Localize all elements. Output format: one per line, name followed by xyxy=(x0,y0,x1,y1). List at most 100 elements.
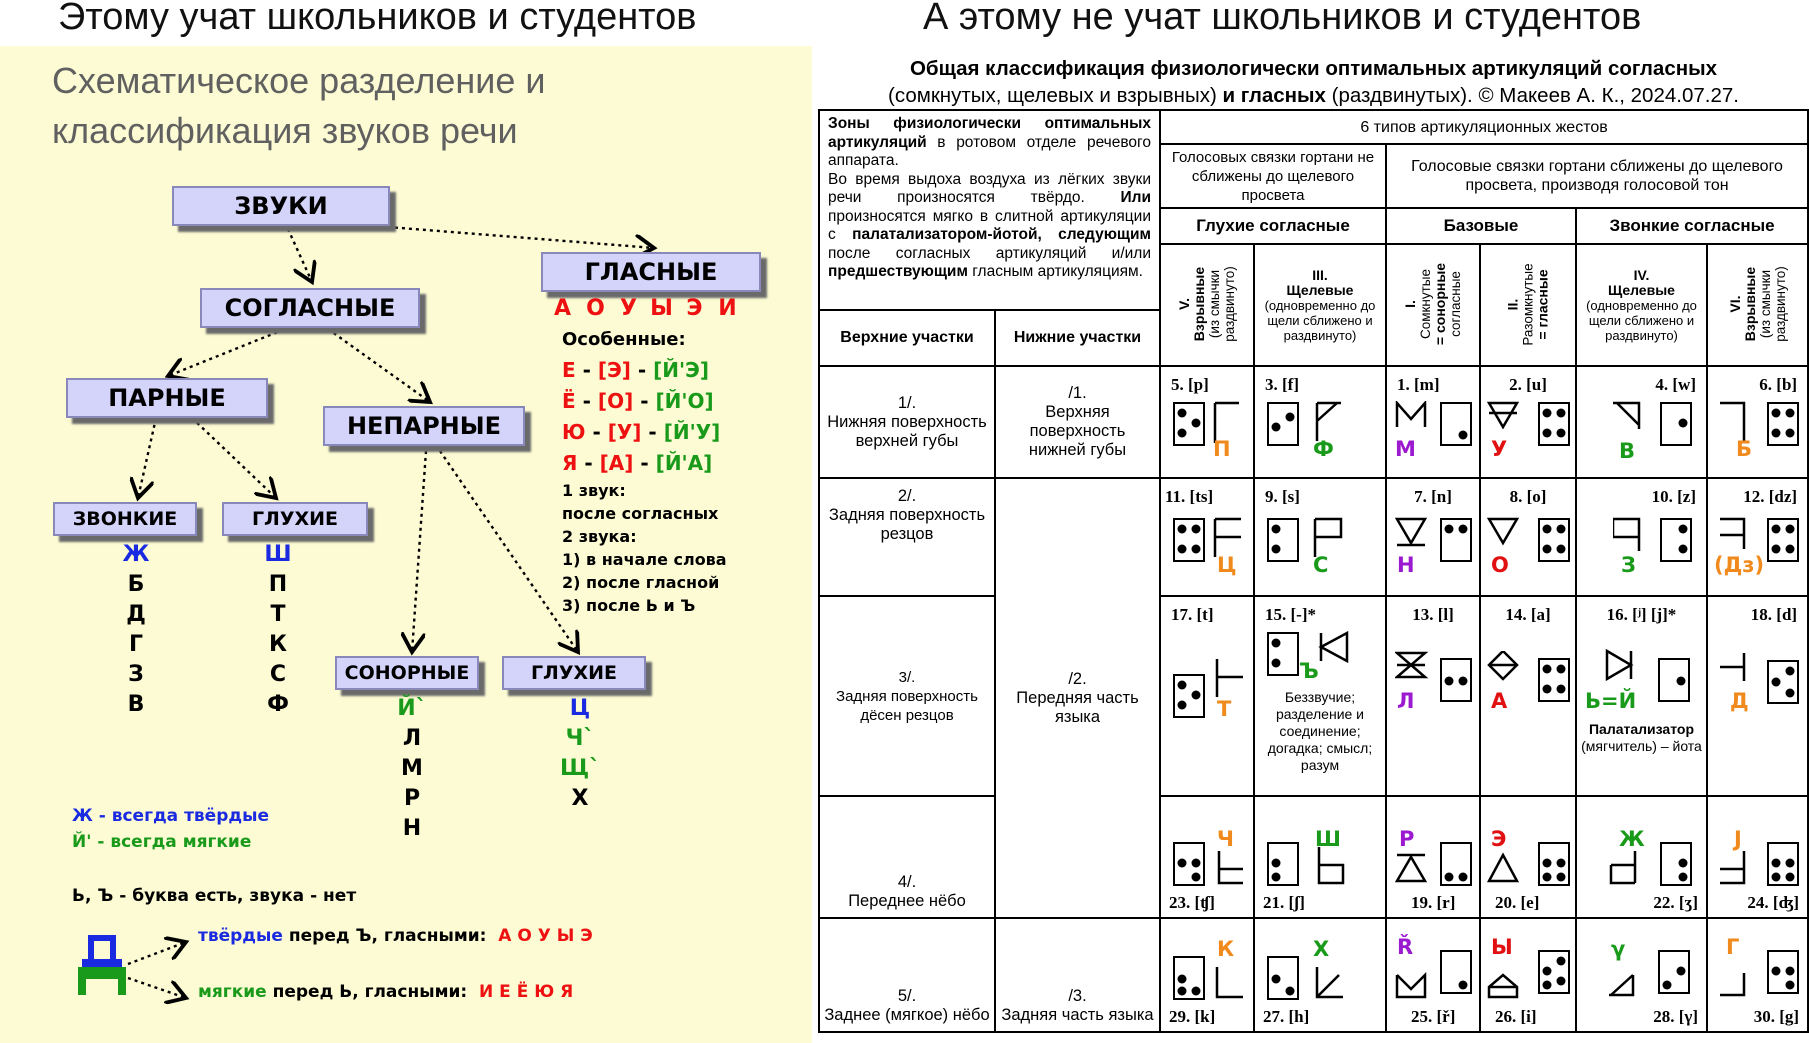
type-num: IV. xyxy=(1633,266,1650,283)
cell-l: 13. [l] Л xyxy=(1385,595,1481,797)
sound-code: 26. [i] xyxy=(1495,1007,1537,1026)
sound-letter: Ж xyxy=(1619,827,1645,851)
type-num: V. xyxy=(1176,298,1192,310)
sound-code: 6. [b] xyxy=(1759,375,1798,394)
type-name: согласные xyxy=(1447,271,1463,337)
sound-code: 10. [z] xyxy=(1651,487,1696,506)
type-num: I. xyxy=(1401,300,1418,308)
node-sounds: ЗВУКИ xyxy=(172,186,390,226)
vowel-u: У xyxy=(620,296,637,321)
type-name: Разомкнутые xyxy=(1520,262,1536,346)
special-letter: Ё xyxy=(562,389,576,413)
legend-letter: Й' xyxy=(72,832,92,852)
cords-close-header: Голосовые связки гортани сближены до щел… xyxy=(1384,143,1809,209)
upper-zone-4: 4/. Переднее нёбо xyxy=(818,795,996,919)
cell-e-symbol xyxy=(1487,842,1570,886)
legend-hard: Ж - всегда твёрдые xyxy=(72,806,269,826)
vowel-y: Ы xyxy=(650,296,673,321)
cell-l-symbol xyxy=(1395,651,1472,702)
special-note: 1 звук: xyxy=(562,481,626,500)
zone-row-1: 1/. Нижняя поверхность верхней губы /1. … xyxy=(818,365,1809,479)
zones-text: предшествующим xyxy=(828,263,968,280)
cell-p: 5. [p] П xyxy=(1159,365,1255,479)
arrow-sounds-consonants xyxy=(286,228,312,282)
legend-text: - всегда твёрдые xyxy=(98,806,270,826)
upper-zone-1: 1/. Нижняя поверхность верхней губы xyxy=(818,365,996,479)
sound-code: 15. [-]* xyxy=(1265,605,1316,624)
type-desc: (одновременно до щели сближено и раздвин… xyxy=(1264,297,1376,343)
sound-letter: Ь=Й xyxy=(1585,689,1637,713)
type-iv: IV.Щелевые(одновременно до щели сближено… xyxy=(1575,243,1708,367)
sound-code: 28. [γ] xyxy=(1653,1007,1698,1026)
cell-note: Палатализатор(мягчитель) – йота xyxy=(1578,721,1705,755)
cell-soft-sign-symbol xyxy=(1605,649,1690,702)
cell-f-symbol xyxy=(1267,401,1341,446)
sound-code: 21. [ʃ] xyxy=(1263,893,1305,912)
node-unpaired: НЕПАРНЫЕ xyxy=(323,406,525,446)
right-heading: А этому не учат школьников и студентов xyxy=(923,0,1642,38)
letter: Х xyxy=(571,786,589,811)
special-b: [Й'Э] xyxy=(653,358,709,382)
cell-g-symbol xyxy=(1720,950,1799,997)
lower-parts-header: Нижние участки xyxy=(994,309,1161,367)
type-name: Взрывные xyxy=(1741,266,1758,342)
letter: Г xyxy=(128,632,144,657)
zones-text: Зоны физиологически оптимальных артикуля… xyxy=(828,115,1151,151)
cell-g: 30. [g] Г xyxy=(1705,917,1809,1033)
cell-n: 7. [n] Н xyxy=(1385,477,1481,597)
cell-h-symbol xyxy=(1267,956,1343,1000)
special-letter: Ю xyxy=(562,420,586,444)
rule-word: твёрдые xyxy=(198,926,283,946)
zones-text: произносятся мягко в слитной артикуляции… xyxy=(828,207,1151,244)
special-a: [Э] xyxy=(597,358,631,382)
cell-d: 18. [d] Д xyxy=(1705,595,1809,797)
big-d-glyph xyxy=(78,935,126,995)
rule-text: перед Ь, гласными: xyxy=(272,982,468,1002)
upper-zone-5: 5/. Заднее (мягкое) нёбо xyxy=(818,917,996,1033)
vowel-o: О xyxy=(586,296,605,321)
zone-text: 2/. Задняя поверхность резцов xyxy=(828,487,986,543)
special-dash: - xyxy=(582,389,591,413)
special-dash: - xyxy=(584,451,593,475)
sound-code: 1. [m] xyxy=(1397,375,1440,394)
special-dash: - xyxy=(592,420,601,444)
arrow-d-soft xyxy=(127,976,186,998)
node-consonants: СОГЛАСНЫЕ xyxy=(200,288,420,328)
cell-sh-symbol xyxy=(1267,842,1345,886)
note-text: (мягчитель) – йота xyxy=(1581,738,1702,754)
sound-code: 16. [ʲ] [j]* xyxy=(1606,605,1677,624)
special-letter: Я xyxy=(562,451,578,475)
special-b: [Й'А] xyxy=(655,451,713,475)
header-row-2: Голосовых связки гортани не сближены до … xyxy=(819,143,1809,209)
sound-code: 12. [dz] xyxy=(1743,487,1798,506)
sound-code: 9. [s] xyxy=(1265,487,1300,506)
cell-dz-symbol xyxy=(1720,517,1799,562)
arrow-consonants-paired xyxy=(168,325,291,376)
sound-code: 18. [d] xyxy=(1750,605,1798,624)
sound-letter: С xyxy=(1313,553,1329,577)
special-note: 3) после Ь и Ъ xyxy=(562,596,696,615)
letter: Б xyxy=(127,572,145,597)
arrow-unpaired-sonorant xyxy=(412,450,428,652)
arrow-d-hard xyxy=(127,942,186,966)
arrow-paired-voiced xyxy=(138,417,158,498)
zone-text: 3/. Задняя поверхность дёсен резцов xyxy=(836,668,978,724)
cell-ts: 11. [ts] Ц xyxy=(1159,477,1255,597)
legend-letter: Ж xyxy=(72,806,93,826)
cell-gamma-symbol xyxy=(1609,950,1690,997)
sound-letter: γ xyxy=(1611,937,1626,961)
sound-code: 3. [f] xyxy=(1265,375,1299,394)
zones-text: после согласных артикуляций и/или xyxy=(828,244,1151,262)
panel-title-line2: классификация звуков речи xyxy=(52,110,518,151)
cell-z: 10. [z] З xyxy=(1575,477,1708,597)
sound-code: 25. [ř] xyxy=(1411,1007,1456,1026)
arrow-consonants-unpaired xyxy=(327,328,430,402)
special-b: [Й'О] xyxy=(655,389,714,413)
cell-rz: 25. [ř] Ř xyxy=(1385,917,1481,1033)
letter: Ж xyxy=(122,542,150,567)
cell-f: 3. [f] Ф xyxy=(1253,365,1387,479)
sound-letter: Л xyxy=(1397,689,1415,713)
type-name: = гласные xyxy=(1534,268,1551,340)
letter: Н xyxy=(402,816,422,841)
letter: С xyxy=(269,662,287,687)
